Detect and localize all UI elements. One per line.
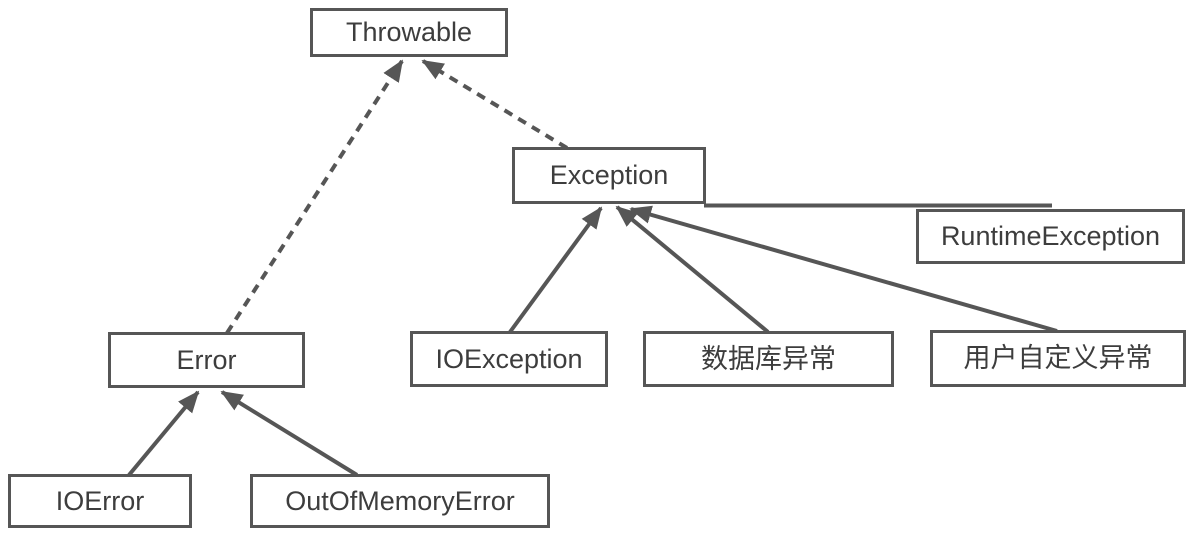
node-user-defined-exception: 用户自定义异常 — [930, 330, 1186, 387]
edge-ioexception-to-exception — [508, 206, 603, 334]
edge-error-to-throwable — [225, 59, 404, 335]
edge-ioerror-to-error — [127, 390, 200, 477]
edge-userdefined-to-exception — [629, 205, 1058, 333]
edge-dbexception-to-exception — [615, 205, 770, 334]
node-runtime-exception: RuntimeException — [916, 209, 1185, 264]
node-exception: Exception — [512, 147, 706, 204]
node-throwable: Throwable — [310, 8, 508, 57]
node-error: Error — [108, 332, 305, 388]
edge-exception-to-throwable — [421, 59, 569, 150]
node-io-error: IOError — [8, 474, 192, 528]
node-io-exception: IOException — [410, 331, 608, 387]
node-out-of-memory-error: OutOfMemoryError — [250, 474, 550, 528]
node-database-exception: 数据库异常 — [643, 331, 894, 387]
edge-outofmemoryerror-to-error — [220, 390, 359, 477]
